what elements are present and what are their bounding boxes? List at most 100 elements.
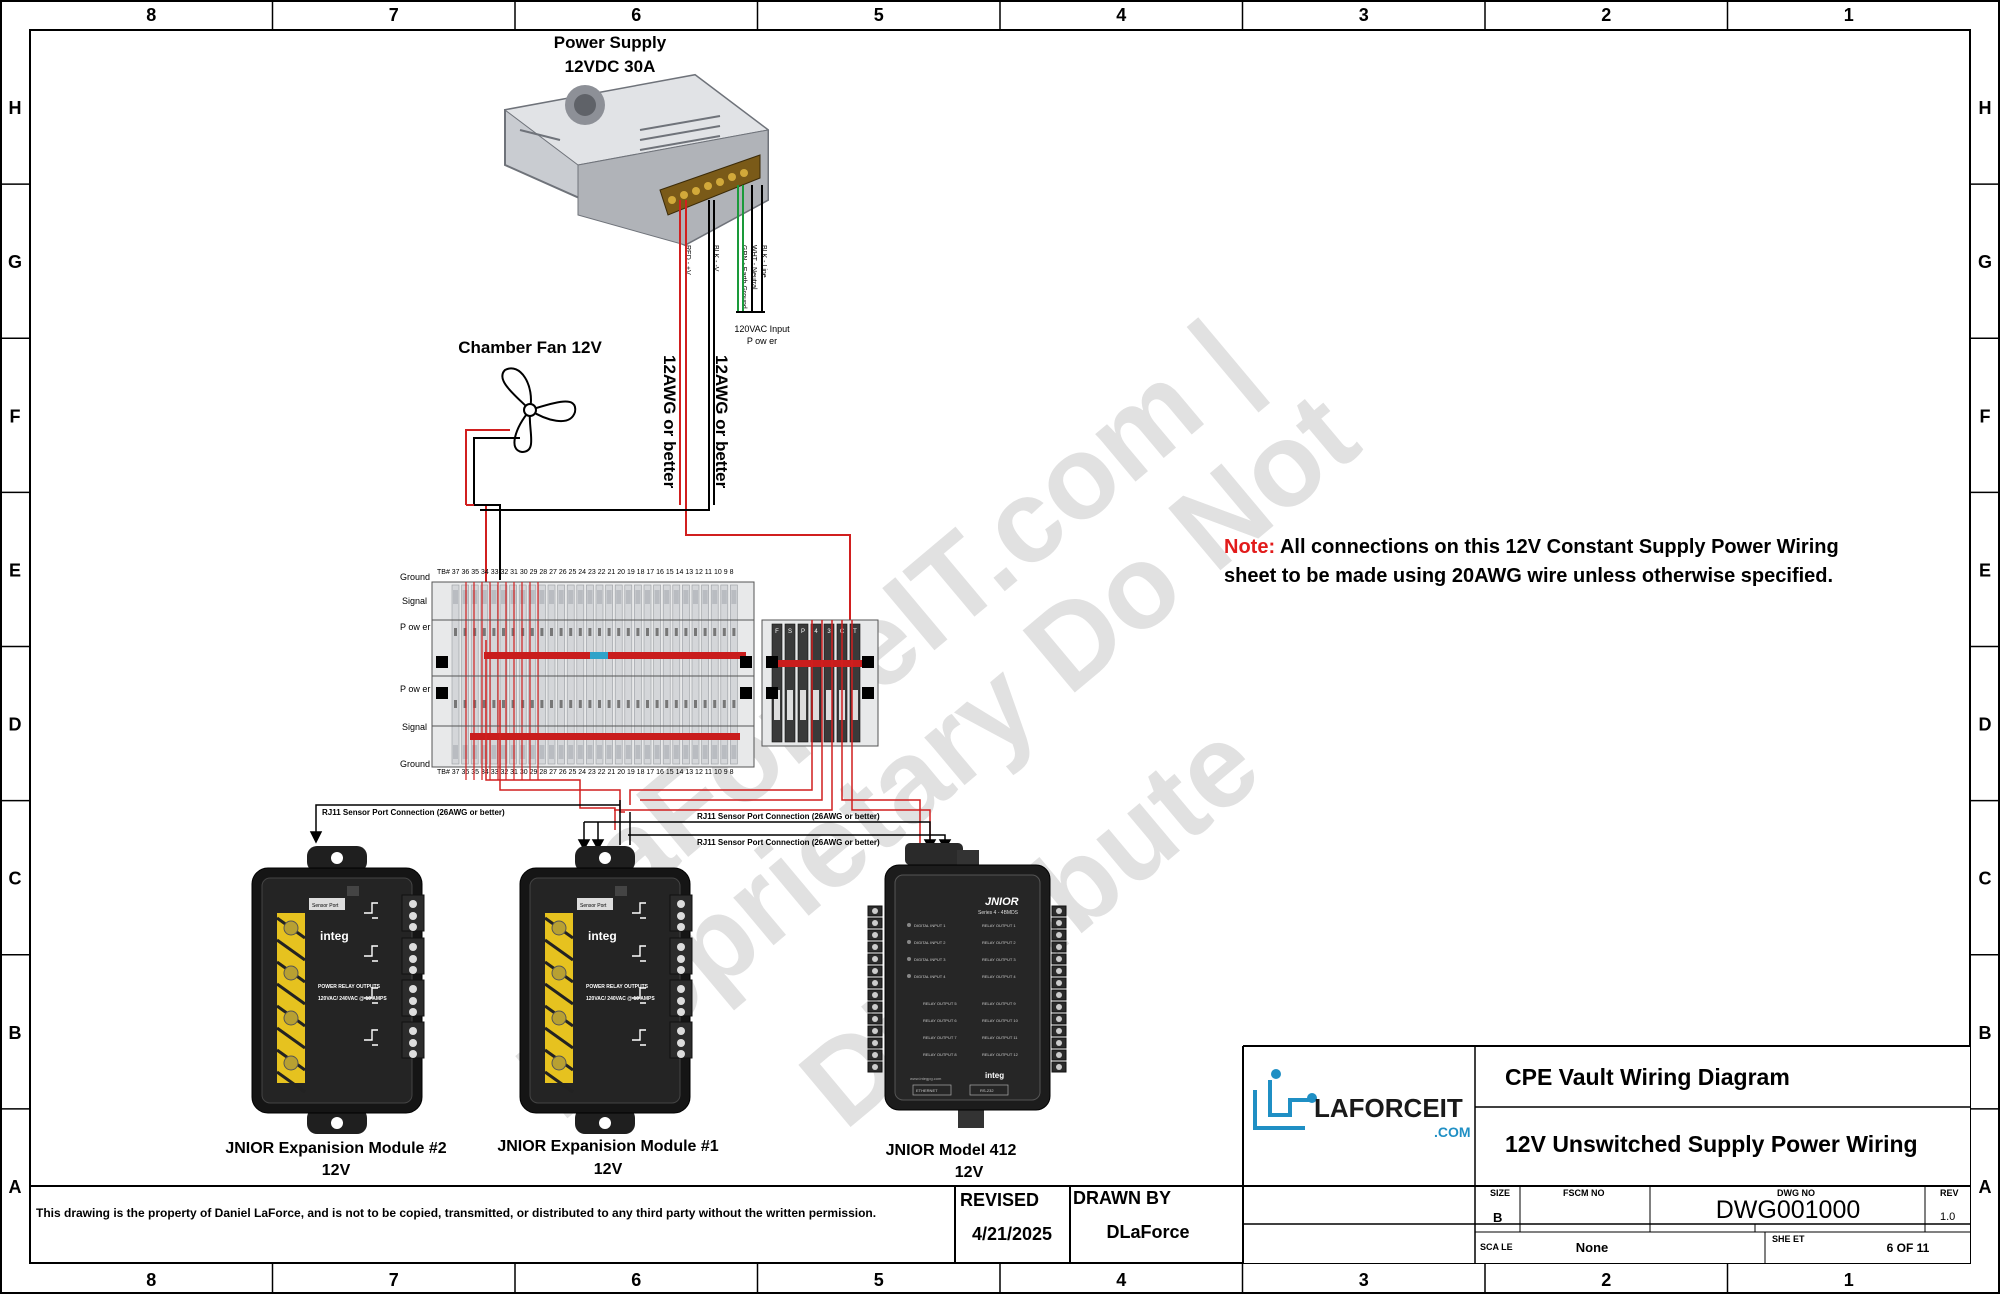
fuse-holder [823,623,835,743]
size-label: SIZE [1490,1188,1510,1198]
sheet-title: 12V Unswitched Supply Power Wiring [1505,1131,1918,1157]
zone-col-bottom: 3 [1359,1270,1369,1290]
zone-row-right: D [1979,715,1992,735]
zone-col-top: 8 [146,5,156,25]
jnior-output-label: RELAY OUTPUT 4 [982,974,1016,979]
power-supply: Power Supply 12VDC 30A RED - +V BLK - -V… [503,33,790,346]
zone-row-left: H [9,98,22,118]
revised-date: 4/21/2025 [972,1224,1052,1244]
module-sensor-port: Sensor Port [312,903,339,909]
zone-col-top: 2 [1601,5,1611,25]
zone-row-left: C [9,869,22,889]
power-bus-top [484,652,746,659]
terminal-column [691,584,700,765]
tb-power-top: P ow er [400,622,430,632]
module-2-voltage: 12V [322,1162,351,1179]
terminal-column [461,584,469,765]
tb-power-bot: P ow er [400,684,430,694]
jnior-site: www.integpg.com [910,1076,942,1081]
logo-sub: .COM [1434,1124,1471,1140]
psu-wire-blk-label: BLK - -V [712,245,719,272]
terminal-column [624,584,633,765]
psu-wire-blk2-label: BLK - Line [760,245,767,278]
note-line-1: All connections on this 12V Constant Sup… [1280,536,1839,558]
terminal-column [662,584,671,765]
fan-icon [501,367,577,454]
jnior-input-label: DIGITAL INPUT 3 [914,957,946,962]
fuse-label: 4 [814,629,818,635]
jnior-output-label: RELAY OUTPUT 2 [982,940,1016,945]
rj11-lines [309,804,952,851]
fuse-label: T [853,629,857,635]
tb-numbers-top: TB# 37 36 35 34 33 32 31 30 29 28 27 26 … [437,569,734,576]
zone-row-right: E [1979,560,1991,580]
psu-input-label-2: P ow er [747,336,777,346]
fuse-label: S [788,629,792,635]
module-tag: POWER RELAY OUTPUTS [586,984,649,990]
zone-col-top: 1 [1844,5,1854,25]
fuse-holder [849,623,861,743]
chamber-fan: Chamber Fan 12V [458,338,602,454]
zone-row-right: F [1980,406,1991,426]
zone-col-bottom: 7 [389,1270,399,1290]
terminal-column [701,584,709,765]
zone-row-right: H [1979,98,1992,118]
svg-text:Note: All connections on this: Note: All connections on this 12V Consta… [1224,536,1839,558]
tb-numbers-bot: TB# 37 36 35 34 33 32 31 30 29 28 27 26 … [437,769,734,776]
power-bus-bot [470,733,740,740]
zone-col-top: 7 [389,5,399,25]
module-sensor-port: Sensor Port [580,903,607,909]
terminal-column [557,584,565,765]
psu-wires [679,185,765,505]
jnior-output-label: RELAY OUTPUT 11 [982,1035,1018,1040]
zone-row-left: B [9,1023,22,1043]
fuse-label: F [775,629,779,635]
sheet-value: 6 OF 11 [1887,1241,1930,1255]
zone-row-left: G [8,252,22,272]
rj11-label-left: RJ11 Sensor Port Connection (26AWG or be… [322,808,505,817]
terminal-columns [451,582,738,780]
jnior-output-label: RELAY OUTPUT 1 [982,923,1016,928]
jnior-output-label: RELAY OUTPUT 3 [982,957,1016,962]
module-1-name: JNIOR Expanision Module #1 [497,1138,718,1155]
terminal-column [470,584,479,765]
jnior-ethernet: ETHERNET [916,1088,938,1093]
rj11-label-mid: RJ11 Sensor Port Connection (26AWG or be… [697,812,880,821]
zone-row-right: B [1979,1023,1992,1043]
terminal-column [576,584,585,765]
terminal-column [672,584,681,765]
awg-label-2: 12AWG or better [712,355,731,489]
terminal-column [720,584,729,765]
fuse-holder [810,623,822,743]
power-supply-rating: 12VDC 30A [565,57,656,76]
zone-col-bottom: 1 [1844,1270,1854,1290]
rev-label: REV [1940,1188,1959,1198]
terminal-column [518,584,527,765]
module-spec: 120VAC/ 240VAC @ 10 AMPS [586,996,655,1002]
fuse-label: 3 [827,629,831,635]
note-prefix: Note: [1224,536,1275,558]
terminal-column [547,584,556,765]
terminal-column [605,584,613,765]
property-notice: This drawing is the property of Daniel L… [36,1206,876,1220]
terminal-column [480,584,489,765]
zone-col-bottom: 4 [1116,1270,1126,1290]
laforceit-logo: LAFORCEIT .COM [1253,1069,1471,1140]
jnior-input-label: DIGITAL INPUT 2 [914,940,946,945]
jnior-rs232: RS-232 [980,1088,994,1093]
zone-col-bottom: 8 [146,1270,156,1290]
fuse-holder [771,623,783,743]
jnior-input-label: DIGITAL INPUT 1 [914,923,946,928]
rj11-label-lower: RJ11 Sensor Port Connection (26AWG or be… [697,838,880,847]
zone-col-top: 6 [631,5,641,25]
rev-value: 1.0 [1940,1211,1955,1223]
zone-col-bottom: 2 [1601,1270,1611,1290]
jnior-output-label: RELAY OUTPUT 5 [923,1001,957,1006]
zone-row-left: A [9,1177,22,1197]
dwg-number: DWG001000 [1716,1196,1861,1224]
terminal-column [509,584,517,765]
